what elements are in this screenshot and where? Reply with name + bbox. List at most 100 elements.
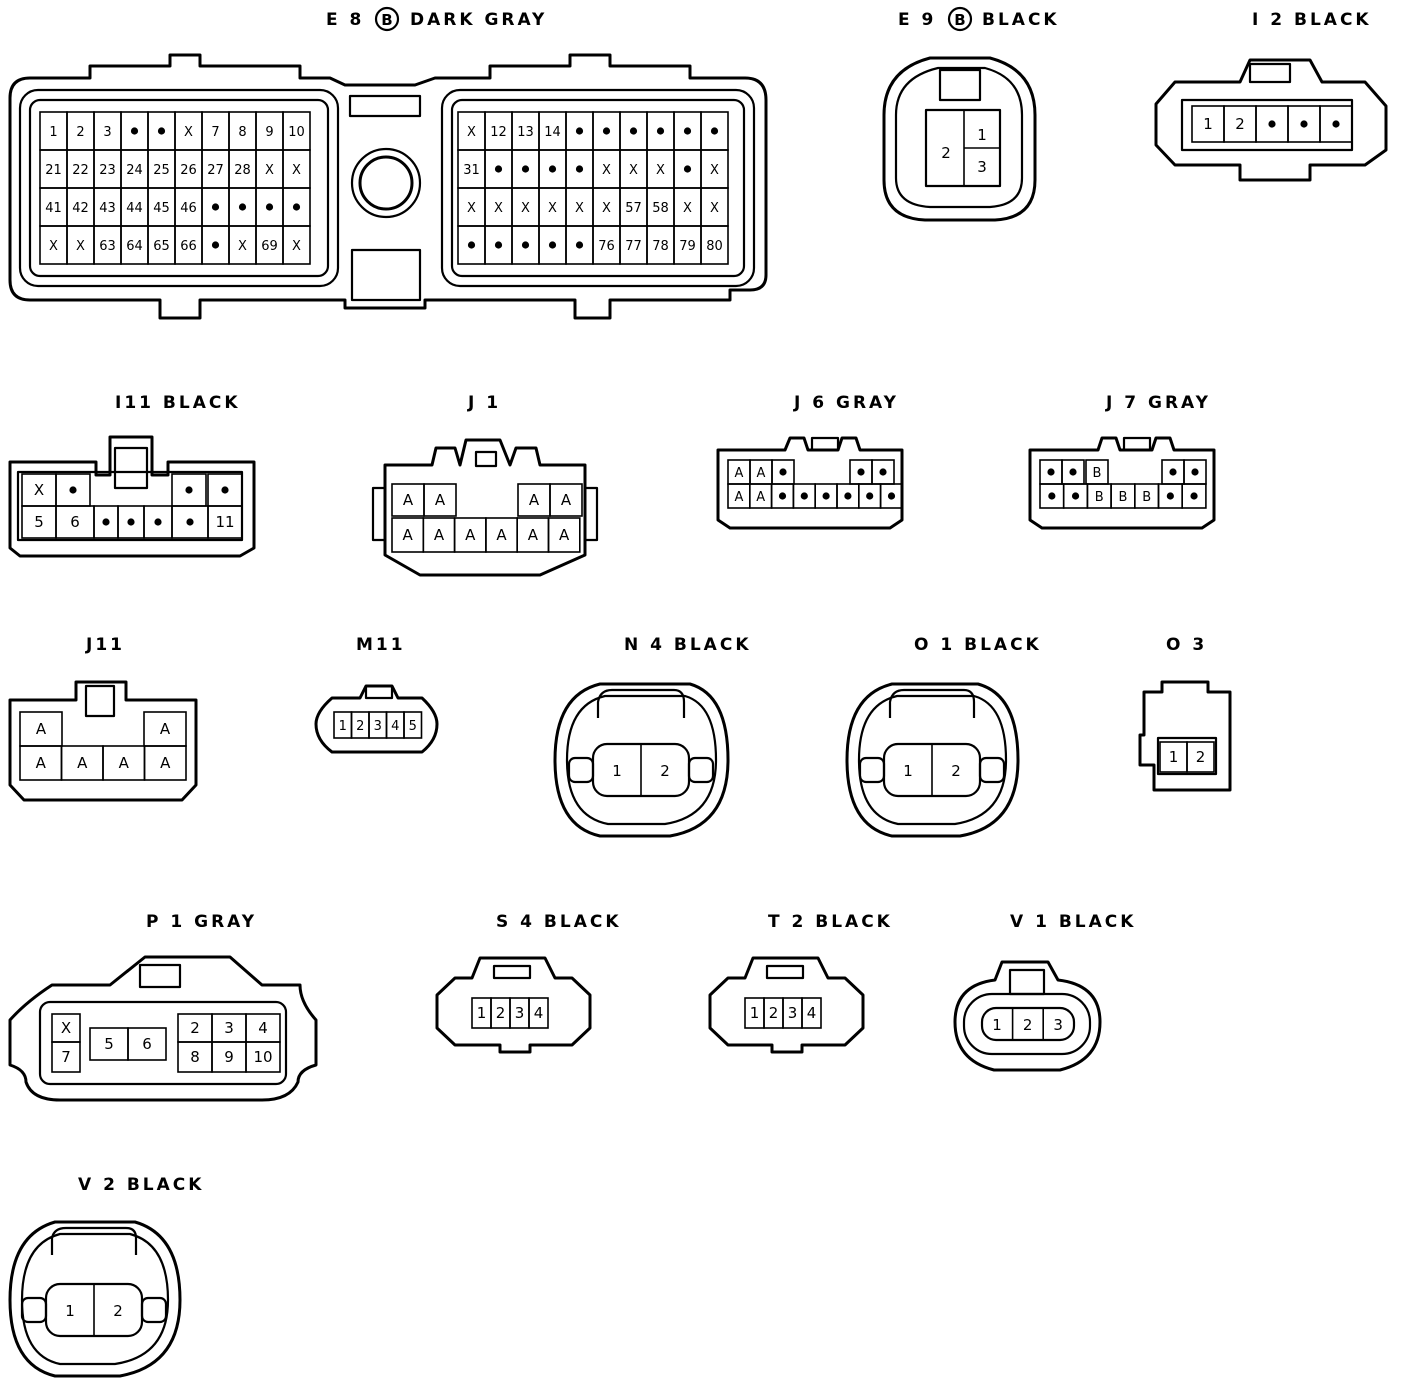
j7-top-pin-5-blank-dot-icon bbox=[1191, 468, 1199, 476]
e8-right-pin-r4c3-blank-dot-icon bbox=[521, 241, 530, 249]
e8-left-pin-r2c5: 25 bbox=[153, 163, 170, 178]
o3-pin-1: 1 bbox=[1169, 748, 1179, 766]
e8-left-pin-r3c2: 42 bbox=[72, 201, 89, 216]
e8-right-pin-r1c1: X bbox=[467, 125, 476, 140]
j7-bottom-pin-7-blank-dot-icon bbox=[1190, 492, 1198, 500]
v2-housing bbox=[8, 1220, 182, 1378]
s4-locking-tab-icon bbox=[492, 964, 532, 980]
j6-top-pin-2: A bbox=[757, 466, 766, 481]
i2-pin-2: 2 bbox=[1235, 115, 1245, 133]
s4-label: S 4 BLACK bbox=[496, 912, 622, 932]
e8-left-pin-r1c5-blank-dot-icon bbox=[157, 127, 166, 135]
e8-right-shroud bbox=[440, 88, 756, 288]
e8-right-pin-r3c3: X bbox=[521, 201, 530, 216]
e9-circled-letter-icon bbox=[947, 6, 973, 32]
i11-locking-tab-icon bbox=[113, 446, 149, 490]
e8-right-pin-r1c9-blank-dot-icon bbox=[683, 127, 692, 135]
j1-top-pin-2: A bbox=[435, 491, 446, 509]
e8-right-pin-r2c7: X bbox=[629, 163, 638, 178]
s4-pin-4-cavity bbox=[528, 997, 549, 1029]
e8-left-pin-r3c4: 44 bbox=[126, 201, 143, 216]
j6-bottom-pin-6-blank-dot-icon bbox=[844, 492, 852, 500]
m11-pin-3: 3 bbox=[374, 719, 382, 734]
e9-pin-3: 3 bbox=[977, 158, 987, 176]
e8-right-pin-r1c7-blank-dot-icon bbox=[629, 127, 638, 135]
e8-left-pin-r1c6: X bbox=[184, 125, 193, 140]
v1-shroud bbox=[962, 992, 1092, 1056]
e8-left-pin-r2c4: 24 bbox=[126, 163, 143, 178]
p1-pin-10: 10 bbox=[253, 1048, 272, 1066]
e8-right-pin-r4c10: 80 bbox=[706, 239, 723, 254]
j7-bottom-pin-7-cavity bbox=[1181, 483, 1207, 509]
e8-circled-letter: B bbox=[381, 11, 392, 29]
p1-label: P 1 GRAY bbox=[146, 912, 257, 932]
j7-bottom-pin-5: B bbox=[1142, 490, 1151, 505]
e8-right-pin-r2c10: X bbox=[710, 163, 719, 178]
j11-top-pin-1: A bbox=[36, 720, 47, 738]
j7-bottom-pin-3: B bbox=[1095, 490, 1104, 505]
t2-pin-3: 3 bbox=[788, 1004, 798, 1022]
j7-top-pin-3: B bbox=[1093, 466, 1102, 481]
m11-locking-tab-icon bbox=[364, 684, 394, 700]
t2-pin-4: 4 bbox=[807, 1004, 817, 1022]
e8-left-pin-r4c6: 66 bbox=[180, 239, 197, 254]
j1-bottom-pin-4: A bbox=[496, 526, 507, 544]
e8-left-pin-r4c1: X bbox=[49, 239, 58, 254]
e8-left-pin-r1c1: 1 bbox=[49, 125, 57, 140]
i2-pin-1: 1 bbox=[1203, 115, 1213, 133]
v2-housing-inner bbox=[20, 1232, 170, 1366]
e8-center-key bbox=[350, 248, 422, 302]
j1-top-pin-4-cavity bbox=[549, 483, 583, 517]
i11-top-pin-3-blank-dot-icon bbox=[185, 486, 193, 494]
j11-locking-tab-icon bbox=[84, 684, 116, 718]
e8-right-pin-r1c5-blank-dot-icon bbox=[575, 127, 584, 135]
e8-left-pin-r4c10: X bbox=[292, 239, 301, 254]
j7-housing bbox=[1028, 436, 1216, 530]
o1-pin-1: 1 bbox=[903, 762, 913, 780]
j11-top-pin-2: A bbox=[160, 720, 171, 738]
o1-latch-right bbox=[978, 756, 1006, 784]
e8-housing bbox=[8, 53, 768, 320]
e9-housing-inner bbox=[894, 66, 1024, 209]
e8-left-pin-r1c2: 2 bbox=[76, 125, 84, 140]
p1-shroud bbox=[38, 1000, 288, 1086]
e8-left-pin-r1c3: 3 bbox=[103, 125, 111, 140]
e8-bolt-hole-icon bbox=[358, 155, 414, 211]
i11-bottom-pin-4-blank-dot-icon bbox=[127, 518, 135, 526]
v1-pin-3: 3 bbox=[1053, 1016, 1063, 1034]
i11-top-pin-1: X bbox=[34, 481, 44, 499]
e8-center-rib bbox=[348, 94, 422, 118]
m11-housing bbox=[314, 684, 439, 754]
m11-label: M11 bbox=[356, 635, 406, 655]
e8-right-pin-r1c8-blank-dot-icon bbox=[656, 127, 665, 135]
e8-left-pin-r3c8-blank-dot-icon bbox=[238, 203, 247, 211]
i11-bottom-pin-6-blank-dot-icon bbox=[186, 518, 194, 526]
m11-pin-2: 2 bbox=[356, 719, 364, 734]
e8-left-shroud bbox=[18, 88, 340, 288]
j7-top-pin-2-blank-dot-icon bbox=[1069, 468, 1077, 476]
t2-pin-1: 1 bbox=[750, 1004, 760, 1022]
i11-top-pin-4-blank-dot-icon bbox=[221, 486, 229, 494]
j7-bottom-pin-2-blank-dot-icon bbox=[1071, 492, 1080, 500]
e8-left-pin-r1c4-blank-dot-icon bbox=[130, 127, 139, 135]
e8-left-pin-r3c1: 41 bbox=[45, 201, 62, 216]
t2-pin-4-cavity bbox=[801, 997, 822, 1029]
e8-bolt-ring bbox=[350, 147, 422, 219]
o1-housing bbox=[845, 682, 1020, 838]
